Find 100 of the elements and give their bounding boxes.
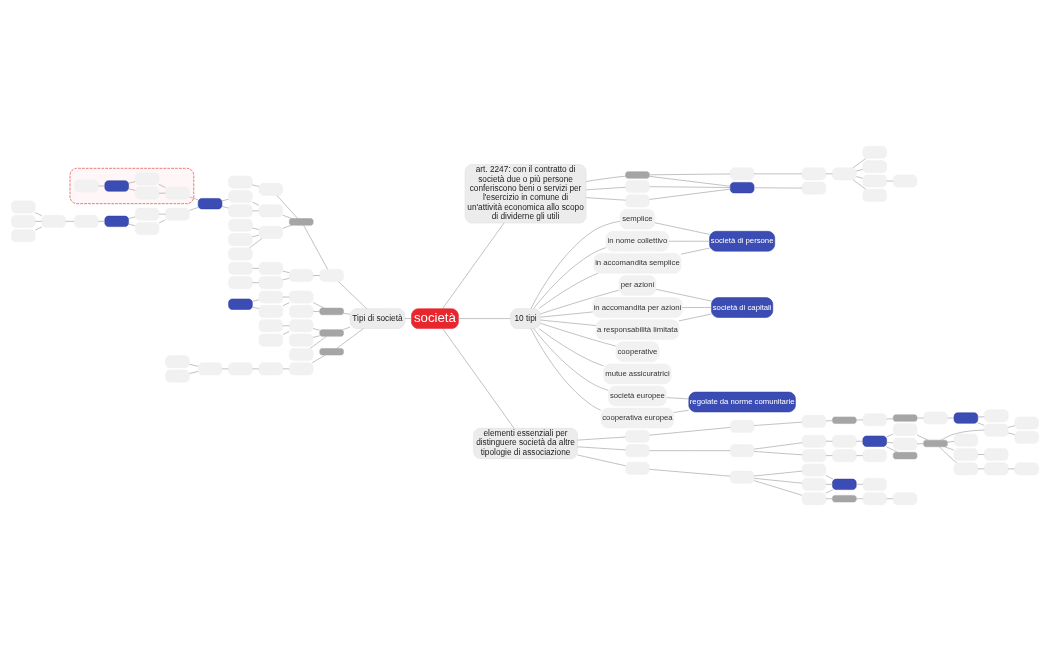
node-box: [801, 181, 827, 195]
node-box: [228, 218, 253, 232]
node-box: [74, 179, 99, 192]
node-box: [730, 167, 755, 180]
node-box: [228, 175, 253, 188]
node-box: [289, 217, 314, 225]
connector: [312, 327, 320, 330]
node-box: [289, 318, 314, 332]
connector: [977, 415, 985, 417]
connector: [189, 363, 199, 367]
connector: [939, 446, 957, 463]
connector: [947, 440, 955, 442]
connector: [1007, 425, 1015, 428]
node-box: [258, 304, 283, 318]
connector: [944, 445, 955, 450]
connector: [916, 417, 924, 418]
node-box: [258, 261, 283, 275]
connector: [533, 327, 609, 391]
node-box: [74, 214, 99, 228]
connector: [312, 301, 325, 308]
node-box: [892, 437, 918, 450]
connector: [128, 188, 136, 191]
node-box: [730, 443, 755, 457]
connector: [1007, 432, 1015, 435]
node-box: [258, 318, 283, 332]
node-box: [892, 174, 918, 187]
connector: [530, 327, 602, 411]
connector: [977, 453, 985, 455]
connector: [282, 270, 290, 273]
node-box: [801, 414, 827, 428]
node-box: [319, 347, 344, 355]
connector: [585, 186, 626, 190]
node-box: [832, 478, 857, 490]
node-box: [228, 189, 253, 203]
node-box: [801, 167, 827, 180]
node-box: [953, 412, 979, 424]
node-box: [289, 304, 314, 318]
node-box: [134, 221, 160, 235]
node-box: [11, 214, 36, 228]
node-box: [892, 422, 918, 436]
node-box: [862, 491, 887, 505]
node-box: [862, 174, 887, 187]
connector: [753, 470, 803, 476]
node-box: [862, 477, 887, 491]
node-box: [862, 188, 887, 202]
node-box: [197, 362, 223, 375]
connector: [158, 218, 166, 223]
connector: [282, 330, 290, 335]
connector: [852, 157, 867, 168]
connector: [309, 335, 327, 349]
node-box: [258, 182, 283, 196]
connector: [977, 421, 985, 426]
connector: [649, 185, 731, 188]
connector: [458, 317, 511, 319]
connector: [540, 322, 616, 346]
connector: [577, 436, 626, 440]
node-box: [165, 354, 190, 368]
connector: [34, 211, 43, 216]
node-box: [258, 333, 283, 346]
node-box: [801, 434, 827, 448]
connector: [252, 306, 260, 309]
node-box: [730, 470, 755, 483]
connector: [252, 234, 260, 237]
connector: [128, 216, 136, 219]
node-box: [832, 167, 857, 180]
connector: [825, 173, 833, 174]
connector: [856, 419, 864, 420]
node-box: [11, 200, 36, 213]
node-box: [258, 275, 283, 289]
node-box: [862, 435, 887, 447]
connector: [282, 368, 290, 369]
connector: [128, 180, 136, 183]
node-box: [165, 186, 190, 200]
node-box: [289, 362, 314, 375]
connector: [312, 334, 320, 338]
node-box: [862, 412, 887, 426]
node-box: [134, 207, 160, 221]
connector: [221, 368, 229, 369]
connector: [404, 317, 412, 319]
node-box: [832, 416, 857, 424]
connector: [753, 186, 803, 188]
connector: [442, 222, 505, 309]
node-box: [228, 247, 253, 260]
connector: [753, 479, 803, 496]
connector: [654, 221, 710, 235]
node-box: [892, 491, 918, 505]
node-box: [11, 228, 36, 242]
connector: [753, 173, 803, 174]
connector: [533, 246, 607, 309]
connector: [221, 205, 229, 208]
connector: [442, 327, 515, 429]
connector: [825, 474, 834, 479]
connector: [282, 324, 290, 326]
connector: [158, 213, 166, 214]
connector: [538, 272, 599, 309]
node-box: [228, 261, 253, 275]
connector: [311, 354, 326, 363]
node-box: [832, 448, 857, 462]
node-box: [862, 159, 887, 173]
connector: [856, 483, 864, 485]
